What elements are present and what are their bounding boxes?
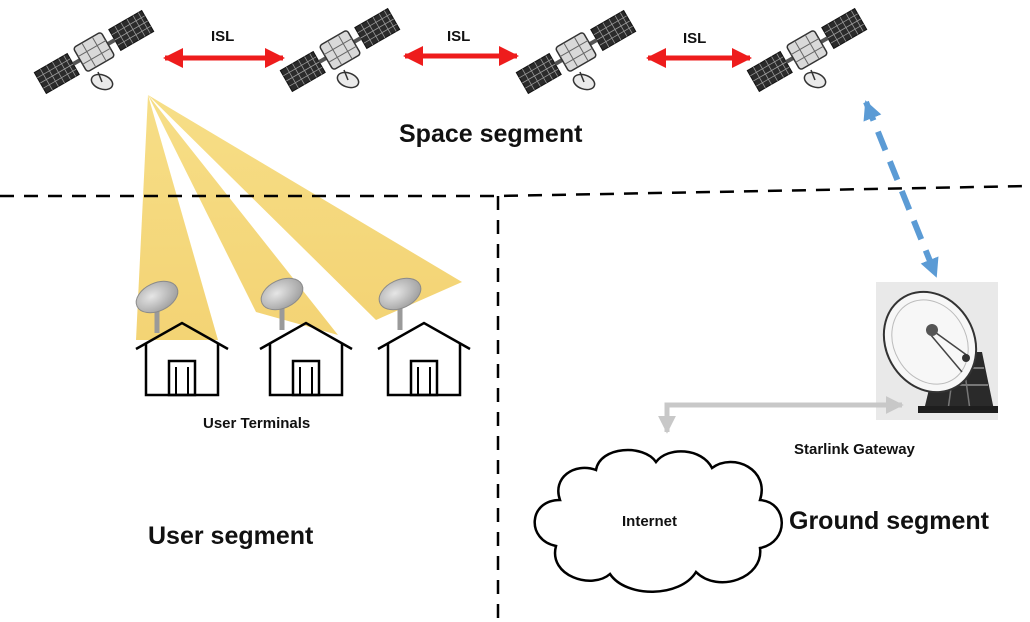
satellite-icon [514,8,638,96]
user-terminals-label: User Terminals [203,415,311,432]
beam-1 [136,95,218,340]
satellite-icon [745,6,869,94]
coverage-beams [136,95,462,340]
house-icon [376,321,472,397]
isl-label: ISL [683,30,707,47]
gateway-antenna-icon [876,282,998,420]
satellite-icon [278,6,402,94]
ground-segment-label: Ground segment [789,507,990,535]
space-segment-label: Space segment [399,120,583,148]
segment-divider-horizontal [0,184,1030,198]
terrestrial-link [658,396,904,434]
satellite-icon [32,8,156,96]
beam-3 [148,95,462,320]
beam-2 [148,95,338,335]
cloud-icon [533,448,783,593]
house-icon [258,321,354,397]
starlink-gateway-label: Starlink Gateway [794,441,915,458]
user-segment-label: User segment [148,522,314,550]
internet-label: Internet [622,513,678,530]
isl-label: ISL [447,28,471,45]
isl-label: ISL [211,28,235,45]
